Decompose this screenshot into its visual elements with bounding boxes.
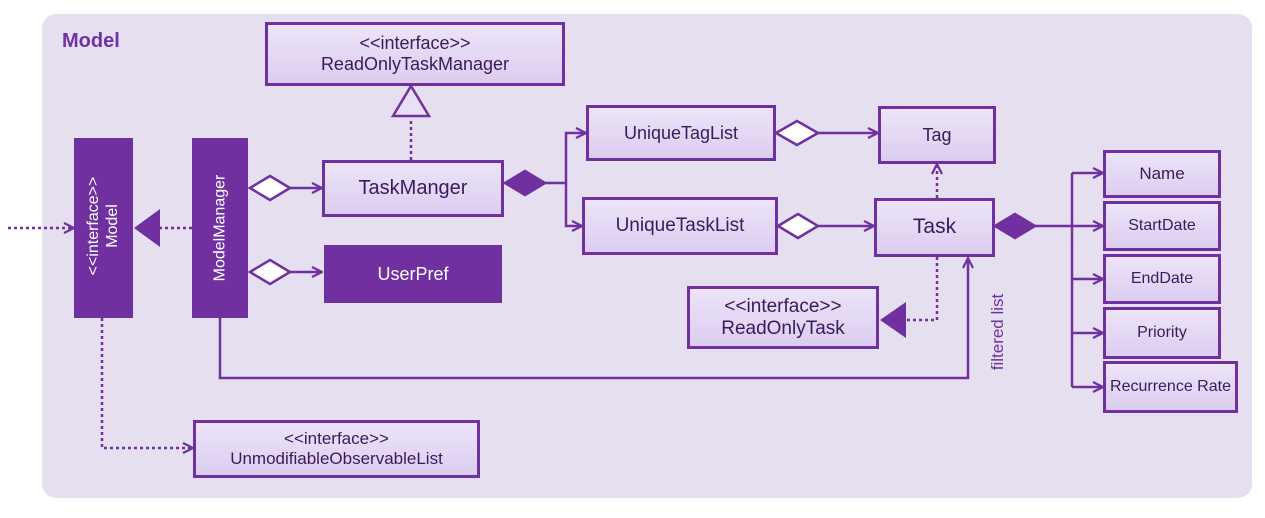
class-name: Priority bbox=[1137, 323, 1187, 341]
class-name: Recurrence Rate bbox=[1110, 377, 1231, 395]
task-composition-diamond bbox=[992, 212, 1038, 240]
class-name: Task bbox=[912, 215, 957, 239]
tm-taglist-link bbox=[564, 133, 586, 183]
task-readonly-realization-head bbox=[880, 302, 906, 338]
mm-taskmanager-diamond bbox=[247, 174, 293, 202]
task-class: Task bbox=[874, 198, 995, 257]
stereotype: <<interface>> bbox=[284, 429, 389, 449]
end-date-class: EndDate bbox=[1103, 254, 1221, 304]
stereotype: <<interface>> bbox=[84, 176, 102, 276]
class-name: ReadOnlyTaskManager bbox=[320, 54, 510, 74]
class-name: EndDate bbox=[1130, 269, 1194, 287]
class-name: Model bbox=[104, 204, 121, 248]
class-name: TaskManger bbox=[358, 177, 468, 199]
model-manager-class bbox=[192, 138, 248, 318]
tasklist-diamond bbox=[775, 212, 821, 240]
model-realization-head bbox=[134, 209, 160, 247]
tm-tasklist-link bbox=[564, 183, 582, 226]
name-class: Name bbox=[1103, 150, 1221, 198]
filtered-list-link bbox=[218, 258, 968, 380]
user-pref-class: UserPref bbox=[324, 245, 502, 303]
class-name: UnmodifiableObservableList bbox=[230, 449, 443, 468]
tm-composition-diamond bbox=[502, 169, 548, 197]
start-date-class: StartDate bbox=[1103, 201, 1221, 251]
task-manger-class: TaskManger bbox=[322, 160, 504, 217]
taglist-diamond bbox=[773, 119, 821, 147]
model-manager-label: ModelManager bbox=[211, 174, 229, 282]
model-interface bbox=[74, 138, 133, 318]
stereotype: <<interface>> bbox=[724, 295, 842, 317]
filtered-list-label: filtered list bbox=[988, 293, 1007, 371]
unique-tag-list-class: UniqueTagList bbox=[586, 105, 776, 161]
unmodifiable-observable-list-interface: <<interface>> UnmodifiableObservableList bbox=[193, 420, 480, 478]
class-name: UniqueTaskList bbox=[615, 215, 745, 237]
class-name: Name bbox=[1139, 164, 1185, 184]
unique-task-list-class: UniqueTaskList bbox=[582, 197, 778, 255]
class-name: UserPref bbox=[377, 263, 449, 284]
package-title: Model bbox=[62, 30, 120, 52]
task-readonly-realization-line bbox=[906, 257, 939, 322]
model-interface-label: <<interface>> Model bbox=[84, 177, 122, 276]
read-only-task-interface: <<interface>> ReadOnlyTask bbox=[687, 286, 879, 349]
model-uol-dependency bbox=[100, 318, 193, 448]
tm-realization-head bbox=[390, 83, 432, 118]
class-name: StartDate bbox=[1128, 216, 1196, 234]
class-name: ReadOnlyTask bbox=[721, 317, 845, 339]
read-only-task-manager-interface: <<interface>> ReadOnlyTaskManager bbox=[265, 22, 565, 86]
class-name: UniqueTagList bbox=[623, 122, 739, 143]
recurrence-rate-class: Recurrence Rate bbox=[1103, 361, 1238, 413]
stereotype: <<interface>> bbox=[359, 33, 471, 54]
class-name: Tag bbox=[922, 124, 952, 145]
priority-class: Priority bbox=[1103, 307, 1221, 359]
mm-userpref-diamond bbox=[247, 258, 293, 286]
tag-class: Tag bbox=[878, 106, 996, 164]
